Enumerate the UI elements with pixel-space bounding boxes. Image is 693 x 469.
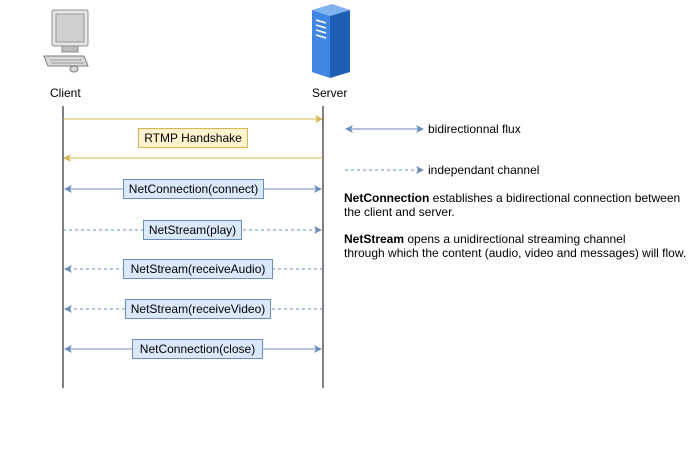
server-icon — [312, 4, 350, 78]
netconnection-note: NetConnection establishes a bidirectiona… — [344, 191, 689, 219]
message-netstream-receive-audio: NetStream(receiveAudio) — [123, 259, 273, 279]
message-netconnection-connect: NetConnection(connect) — [123, 179, 264, 199]
message-netstream-play: NetStream(play) — [143, 220, 242, 240]
netconnection-note-term: NetConnection — [344, 191, 430, 205]
message-netconnection-close: NetConnection(close) — [132, 339, 263, 359]
computer-icon — [43, 9, 89, 73]
netstream-note-line1: opens a unidirectional streaming channel — [404, 232, 626, 246]
netstream-note: NetStream opens a unidirectional streami… — [344, 232, 689, 260]
netstream-note-term: NetStream — [344, 232, 405, 246]
message-netstream-receive-video: NetStream(receiveVideo) — [125, 299, 271, 319]
netstream-note-line2: through which the content (audio, video … — [344, 246, 687, 260]
netconnection-note-text: establishes a bidirectional connection b… — [344, 191, 681, 219]
client-label: Client — [50, 86, 81, 100]
message-rtmp-handshake: RTMP Handshake — [138, 128, 248, 148]
legend-bidirectional-label: bidirectionnal flux — [428, 122, 521, 136]
legend-independent-label: independant channel — [428, 163, 540, 177]
server-label: Server — [312, 86, 348, 100]
